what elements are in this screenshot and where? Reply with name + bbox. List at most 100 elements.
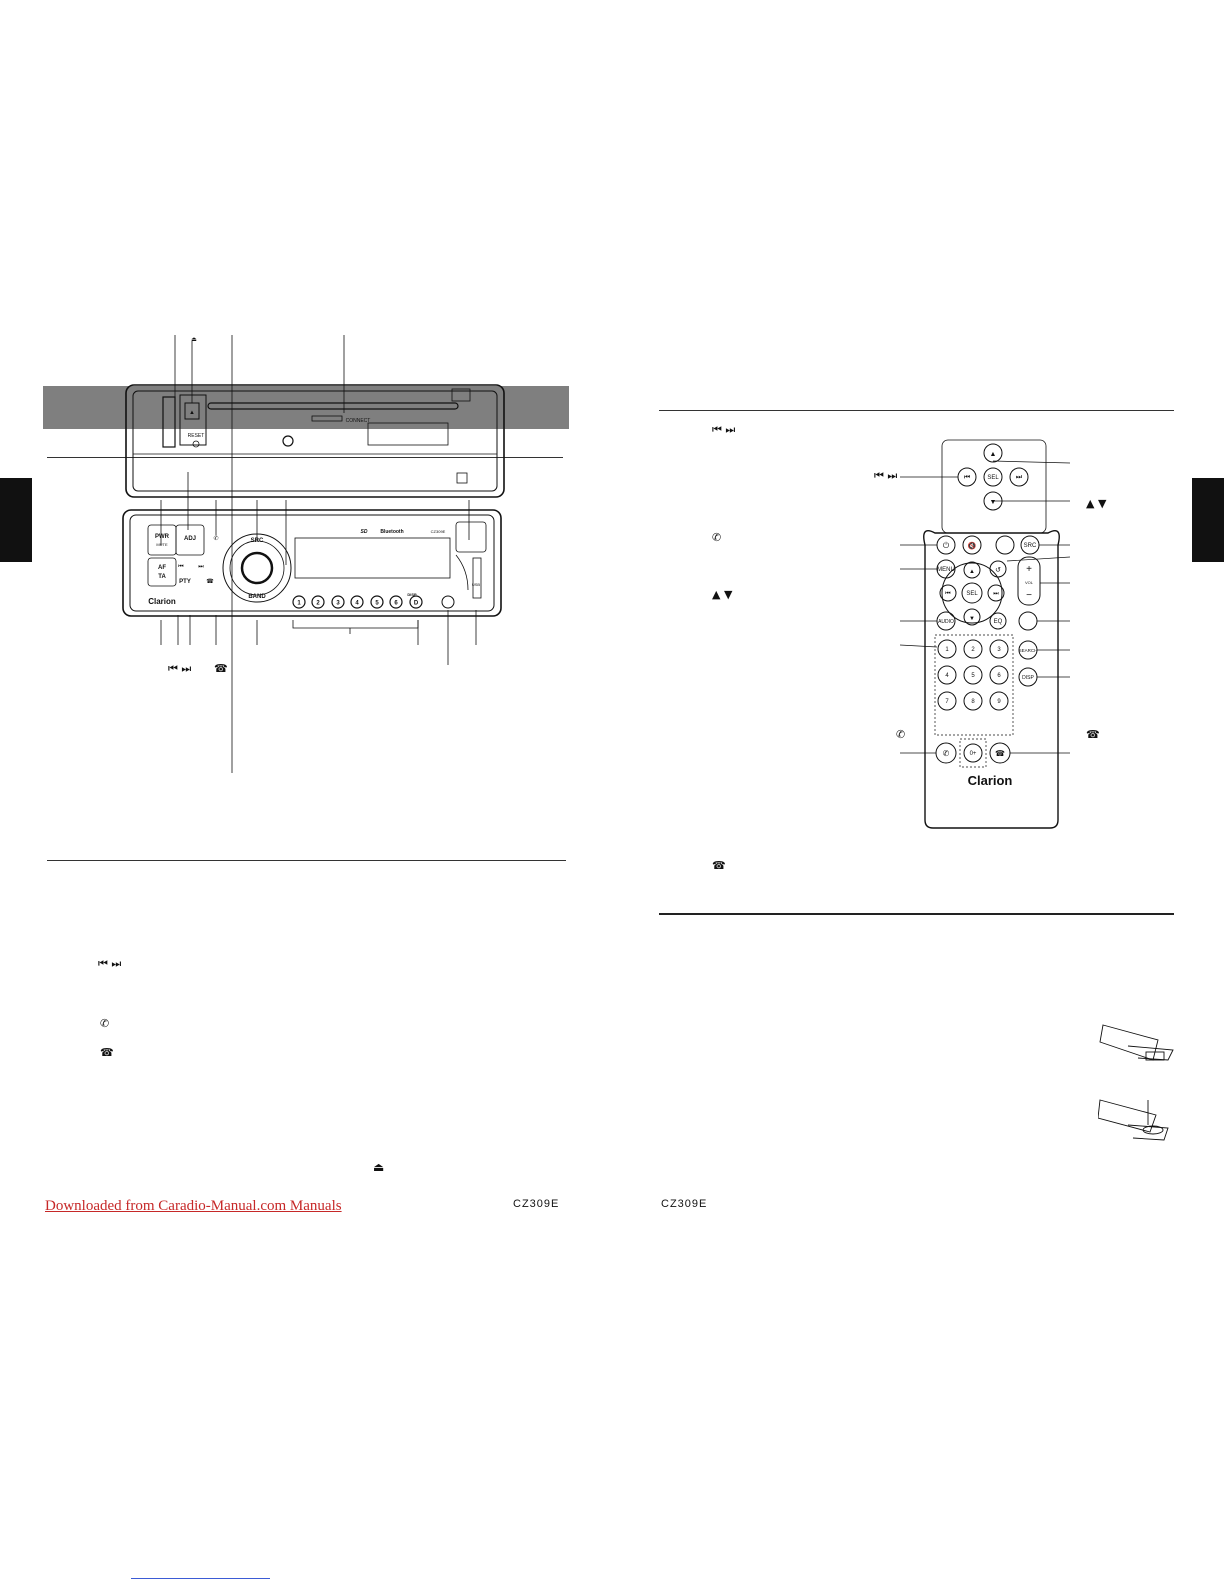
usb-cover[interactable]	[472, 557, 482, 599]
eject-icon: ▲	[189, 410, 195, 416]
remote-back-button[interactable]	[989, 560, 1007, 578]
remote-eq-button[interactable]	[989, 612, 1007, 630]
src-button[interactable]: SRC	[251, 538, 264, 544]
preset-button[interactable]	[389, 595, 403, 609]
underline-decoration	[131, 1578, 270, 1579]
remote-number-key[interactable]	[937, 665, 957, 685]
pwr-button[interactable]: PWR	[155, 534, 170, 540]
pty-button[interactable]: PTY	[179, 579, 191, 585]
rule-bottom-left	[47, 860, 566, 861]
af-button[interactable]: AF	[158, 565, 166, 571]
preset-button[interactable]	[409, 595, 423, 609]
remote-number-key-label: 9	[997, 699, 1001, 705]
bluetooth-logo: Bluetooth	[380, 529, 403, 535]
svg-text:+: +	[1026, 564, 1032, 575]
remote-number-key[interactable]	[937, 639, 957, 659]
svg-text:−: −	[1026, 590, 1032, 601]
rear-panel-diagram: ⏏ ▲ CONNECT RESET	[125, 335, 505, 773]
remote-prev-next-callout: ⏮ ⏭	[874, 469, 898, 482]
hangup-icon[interactable]: ☎	[206, 578, 214, 585]
remote-number-key-label: 6	[997, 673, 1001, 679]
eject-release-button[interactable]	[455, 521, 487, 553]
remote-number-key[interactable]	[989, 639, 1009, 659]
svg-text:⏻: ⏻	[943, 541, 950, 550]
adj-button[interactable]: ADJ	[184, 536, 196, 542]
inset-next-button[interactable]	[1009, 467, 1029, 487]
rule-top-left	[47, 457, 563, 458]
svg-text:EQ: EQ	[994, 619, 1003, 625]
remote-blank-button[interactable]	[995, 535, 1015, 555]
disc-slot[interactable]	[207, 402, 459, 410]
model-badge: CZ309E	[431, 529, 446, 534]
remote-prev-button[interactable]	[939, 584, 957, 602]
svg-text:VOL: VOL	[1025, 580, 1034, 585]
reset-button[interactable]	[192, 440, 200, 448]
svg-text:↺: ↺	[995, 567, 1001, 574]
inset-sel-button[interactable]	[983, 467, 1003, 487]
remote-zero-button[interactable]	[963, 743, 983, 763]
svg-text:⏮: ⏮	[945, 591, 951, 597]
inset-up-button[interactable]	[983, 443, 1003, 463]
remote-up-down-callout: ▲ ▼	[1086, 497, 1107, 510]
remote-number-key[interactable]	[989, 691, 1009, 711]
remote-blank-button-2[interactable]	[1018, 611, 1038, 631]
ta-button[interactable]: TA	[158, 574, 166, 580]
disp-button[interactable]: DISP	[407, 592, 417, 597]
svg-text:▼: ▼	[990, 499, 997, 506]
svg-text:DISP: DISP	[1022, 675, 1034, 681]
connect-label: CONNECT	[346, 418, 371, 424]
svg-text:⏭: ⏭	[993, 591, 999, 597]
band-button[interactable]: BAND	[248, 594, 266, 600]
svg-text:▲: ▲	[990, 451, 997, 458]
preset-button[interactable]	[350, 595, 364, 609]
remote-sel-button[interactable]	[961, 582, 983, 604]
remote-hangup-callout: ☎	[1086, 728, 1100, 741]
remote-number-key[interactable]	[963, 665, 983, 685]
svg-text:SRC: SRC	[1024, 543, 1037, 549]
hangup-right-icon: ☎	[712, 859, 726, 872]
svg-text:▲: ▲	[969, 569, 975, 575]
preset-button[interactable]	[331, 595, 345, 609]
svg-text:⏮: ⏮	[964, 474, 970, 481]
remote-number-key[interactable]	[937, 691, 957, 711]
remote-number-key-label: 1	[945, 647, 949, 653]
preset-button-label: 4	[355, 601, 359, 607]
preset-button[interactable]	[370, 595, 384, 609]
remote-mute-button[interactable]	[962, 535, 982, 555]
download-source-link[interactable]: Downloaded from Caradio-Manual.com Manua…	[45, 1198, 342, 1214]
preset-button-label: D	[414, 601, 419, 607]
reset-label: RESET	[188, 433, 205, 439]
preset-button-label: 6	[394, 601, 398, 607]
svg-text:0+: 0+	[970, 751, 977, 757]
preset-button[interactable]	[311, 595, 325, 609]
remote-down-button[interactable]	[963, 608, 981, 626]
aux-jack[interactable]	[441, 595, 455, 609]
next-track-icon[interactable]: ⏭	[198, 564, 204, 570]
rule-top-right	[659, 410, 1174, 411]
eject-button[interactable]	[184, 402, 200, 420]
remote-next-button[interactable]	[987, 584, 1005, 602]
preset-button-label: 5	[375, 601, 379, 607]
volume-knob[interactable]	[240, 551, 274, 585]
call-inline-icon: ✆	[100, 1017, 110, 1030]
section-header-bar	[43, 386, 569, 429]
preset-button-label: 1	[297, 601, 301, 607]
remote-up-button[interactable]	[963, 561, 981, 579]
call-icon[interactable]: ✆	[213, 535, 218, 542]
remote-number-key[interactable]	[963, 639, 983, 659]
side-tab-right	[1192, 478, 1224, 562]
pwr-sub-label: MUTE	[156, 542, 168, 547]
lcd-display	[294, 537, 451, 579]
remote-number-key-label: 2	[971, 647, 975, 653]
svg-text:✆: ✆	[943, 749, 950, 758]
remote-number-key-label: 5	[971, 673, 975, 679]
preset-button-label: 3	[336, 601, 340, 607]
prev-next-inline-icon: ⏮ ⏭	[98, 957, 122, 970]
remote-volume-rocker[interactable]	[1017, 556, 1041, 606]
preset-button[interactable]	[292, 595, 306, 609]
prev-track-icon[interactable]: ⏮	[178, 564, 184, 570]
remote-number-key[interactable]	[989, 665, 1009, 685]
eject-icon-callout: ⏏	[191, 337, 197, 343]
remote-number-key[interactable]	[963, 691, 983, 711]
card-slot[interactable]	[162, 396, 176, 448]
